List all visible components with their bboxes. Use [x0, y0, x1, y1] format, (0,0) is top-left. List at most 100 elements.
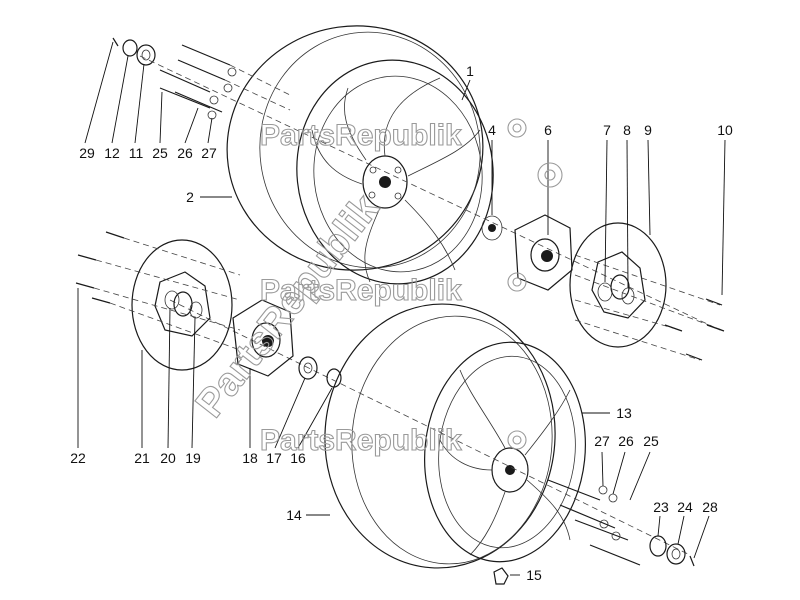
lower-rim	[424, 341, 586, 563]
upper-nut-11	[136, 44, 156, 66]
upper-tyre	[226, 25, 484, 271]
lower-disc-bolt-axis-1	[95, 259, 241, 301]
upper-hub-bolt-2	[394, 166, 402, 174]
callout-2: 2	[186, 189, 194, 205]
upper-washer-d	[207, 110, 217, 120]
lower-disc-bolt-1	[77, 254, 97, 261]
upper-disc-outer	[569, 222, 667, 348]
lower-bolt-set	[547, 479, 695, 567]
callout-14: 14	[286, 507, 302, 523]
leader-27a	[207, 117, 213, 144]
watermarks: PartsRepublik PartsRepublik PartsRepubli…	[187, 118, 563, 458]
lower-carrier-bore	[262, 335, 274, 347]
upper-bolt-e	[174, 91, 223, 113]
callout-4: 4	[488, 122, 496, 138]
leader-19	[191, 317, 196, 449]
leader-12	[111, 55, 129, 144]
upper-disc-bolt-axis-2	[574, 274, 723, 331]
upper-washer-b	[223, 83, 233, 93]
upper-carrier-boss	[530, 238, 560, 272]
tyre-valve-15	[493, 567, 509, 585]
lower-bearing-17	[298, 356, 318, 380]
upper-nut-11-inner	[141, 49, 151, 61]
upper-disc-bolt-3	[664, 324, 683, 332]
upper-disc-bolt-1	[705, 298, 723, 306]
upper-brake-disc	[569, 222, 667, 348]
lower-disc-outer	[131, 239, 233, 371]
lower-spoke-3	[526, 479, 571, 541]
leader-1	[461, 79, 471, 101]
lower-washer-d	[611, 531, 621, 541]
lower-bolt-b	[559, 504, 616, 529]
callout-8: 8	[623, 122, 631, 138]
lower-bolt-d	[589, 544, 641, 566]
lower-carrier-body	[232, 299, 294, 377]
lower-spoke-2	[524, 389, 571, 456]
upper-bolt-axis-a	[229, 64, 291, 96]
upper-rim	[296, 59, 494, 285]
lower-washer-a	[598, 485, 608, 495]
watermark-gear-icon-bottom	[507, 430, 527, 450]
upper-spoke-3	[404, 199, 456, 271]
upper-bolt-a	[181, 44, 231, 66]
lower-washer-c	[599, 519, 609, 529]
lower-disc-carrier	[154, 271, 211, 337]
leader-8	[626, 139, 629, 289]
lower-cap-24-inner	[671, 548, 681, 560]
lower-disc-bolt-3	[75, 282, 95, 289]
lower-disc-bolt-axis-4	[109, 302, 241, 351]
callout-29-upper: 29	[79, 145, 95, 161]
upper-washer-c	[209, 95, 219, 105]
lower-spoke-4	[469, 491, 506, 556]
upper-spacer-7	[597, 282, 613, 302]
callout-23: 23	[653, 499, 669, 515]
lower-spacer-19	[189, 301, 203, 319]
lower-axle-line	[169, 299, 691, 556]
upper-cap-12	[122, 39, 138, 57]
upper-hub-carrier	[481, 214, 573, 291]
callout-15: 15	[526, 567, 542, 583]
lower-spacer-20	[164, 290, 180, 310]
upper-disc-bolt-axis-1	[574, 254, 721, 306]
callout-16: 16	[290, 450, 306, 466]
callout-28: 28	[702, 499, 718, 515]
leader-10	[721, 139, 726, 296]
callout-20: 20	[160, 450, 176, 466]
watermark-gear-icon-top	[507, 118, 527, 138]
leader-lines	[77, 41, 726, 576]
upper-bolt-set	[112, 37, 291, 120]
leader-25b	[629, 451, 651, 501]
upper-disc-carrier	[591, 251, 646, 319]
lower-disc-bolt-4	[91, 297, 111, 304]
lower-disc-bolt-2	[105, 231, 125, 239]
upper-washer-a	[227, 67, 237, 77]
lower-brake-disc	[131, 239, 233, 371]
callout-21: 21	[134, 450, 150, 466]
upper-spoke-6	[344, 87, 367, 161]
callout-17: 17	[266, 450, 282, 466]
leader-29a	[84, 41, 114, 144]
leader-7	[604, 139, 608, 283]
leader-27b	[601, 451, 604, 487]
callout-27-lower: 27	[594, 433, 610, 449]
leader-16	[297, 387, 333, 449]
watermark-gear-icon-diagonal	[537, 162, 563, 188]
lower-spoke-5	[439, 439, 493, 471]
leader-20	[167, 307, 171, 449]
callout-12: 12	[104, 145, 120, 161]
lower-disc-bolts	[75, 231, 241, 351]
leader-24	[677, 515, 685, 545]
upper-disc-bolt-2	[706, 324, 725, 332]
leader-9	[647, 139, 651, 236]
lower-cap-24	[666, 543, 686, 565]
upper-axle-line	[139, 55, 721, 331]
leader-26a	[184, 107, 199, 144]
lower-washer-b	[608, 493, 618, 503]
lower-rim-inner	[438, 355, 576, 549]
callout-13: 13	[616, 405, 632, 421]
upper-spoke-1	[383, 77, 441, 157]
leader-11	[134, 63, 145, 144]
callout-labels: 1 2 4 6 7 8 9 10 29 12 11 25 26 27 22 21…	[70, 63, 733, 583]
lower-bolt-a	[547, 479, 601, 501]
